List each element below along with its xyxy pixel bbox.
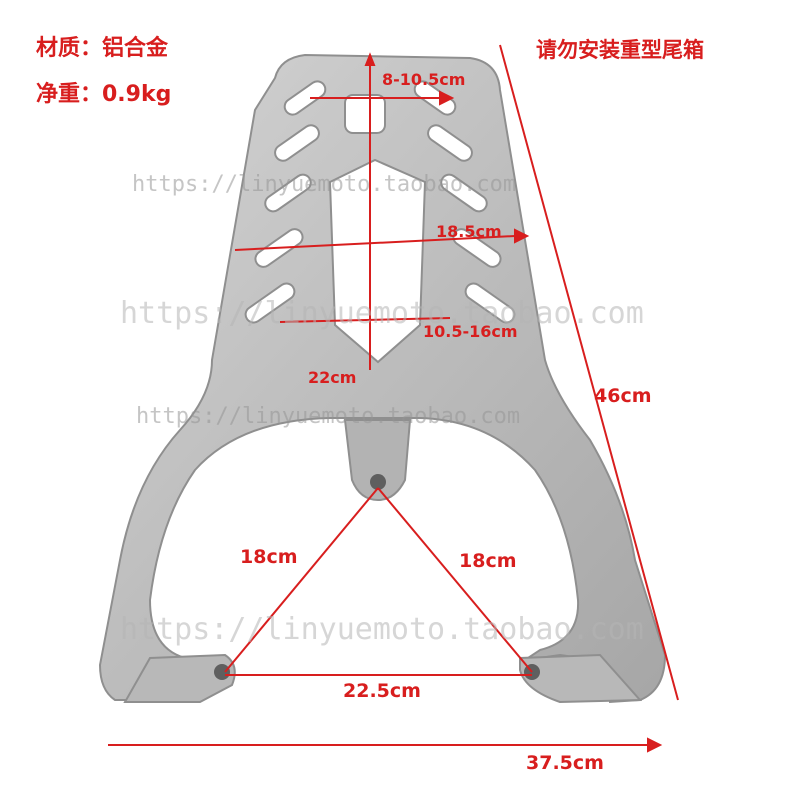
- arrow-center-height: [364, 52, 376, 66]
- watermark-4: https://linyuemoto.taobao.com: [120, 612, 644, 647]
- dim-mid-width: 18.5cm: [436, 222, 502, 241]
- arrow-top-slot: [439, 90, 455, 106]
- watermark-3: https://linyuemoto.taobao.com: [136, 404, 521, 429]
- dim-total-height: 46cm: [594, 385, 652, 407]
- dim-line-right-mount: [377, 487, 533, 673]
- dim-line-total-height: [499, 44, 679, 701]
- rack-top-slot: [344, 94, 386, 134]
- dim-center-height: 22cm: [308, 368, 357, 387]
- dim-right-mount: 18cm: [459, 550, 517, 572]
- dim-top-slot: 8-10.5cm: [382, 70, 466, 89]
- watermark-1: https://linyuemoto.taobao.com: [132, 172, 517, 197]
- dim-line-lower-width: [279, 317, 451, 323]
- arrow-total-width: [647, 737, 663, 753]
- dim-left-mount: 18cm: [240, 546, 298, 568]
- rack-center-cutout: [328, 158, 427, 364]
- rack-frame: [98, 53, 667, 704]
- dim-line-left-mount: [224, 487, 379, 673]
- dim-total-width: 37.5cm: [526, 752, 604, 774]
- warning-label: 请勿安装重型尾箱: [536, 38, 704, 62]
- left-bolt-hole: [214, 664, 230, 680]
- arrow-mid-width: [514, 228, 530, 244]
- rack-right-foot: [519, 653, 643, 704]
- weight-label: 净重：0.9kg: [36, 82, 172, 107]
- dim-bottom-span: 22.5cm: [343, 680, 421, 702]
- rack-left-foot: [123, 653, 236, 703]
- dim-lower-width: 10.5-16cm: [423, 322, 518, 341]
- watermark-2: https://linyuemoto.taobao.com: [120, 296, 644, 331]
- center-bolt-hole: [370, 474, 386, 490]
- dim-line-mid-width: [234, 235, 516, 251]
- material-label: 材质：铝合金: [36, 36, 169, 61]
- rack-slots-left: [244, 80, 327, 324]
- rack-center-tab: [343, 419, 412, 502]
